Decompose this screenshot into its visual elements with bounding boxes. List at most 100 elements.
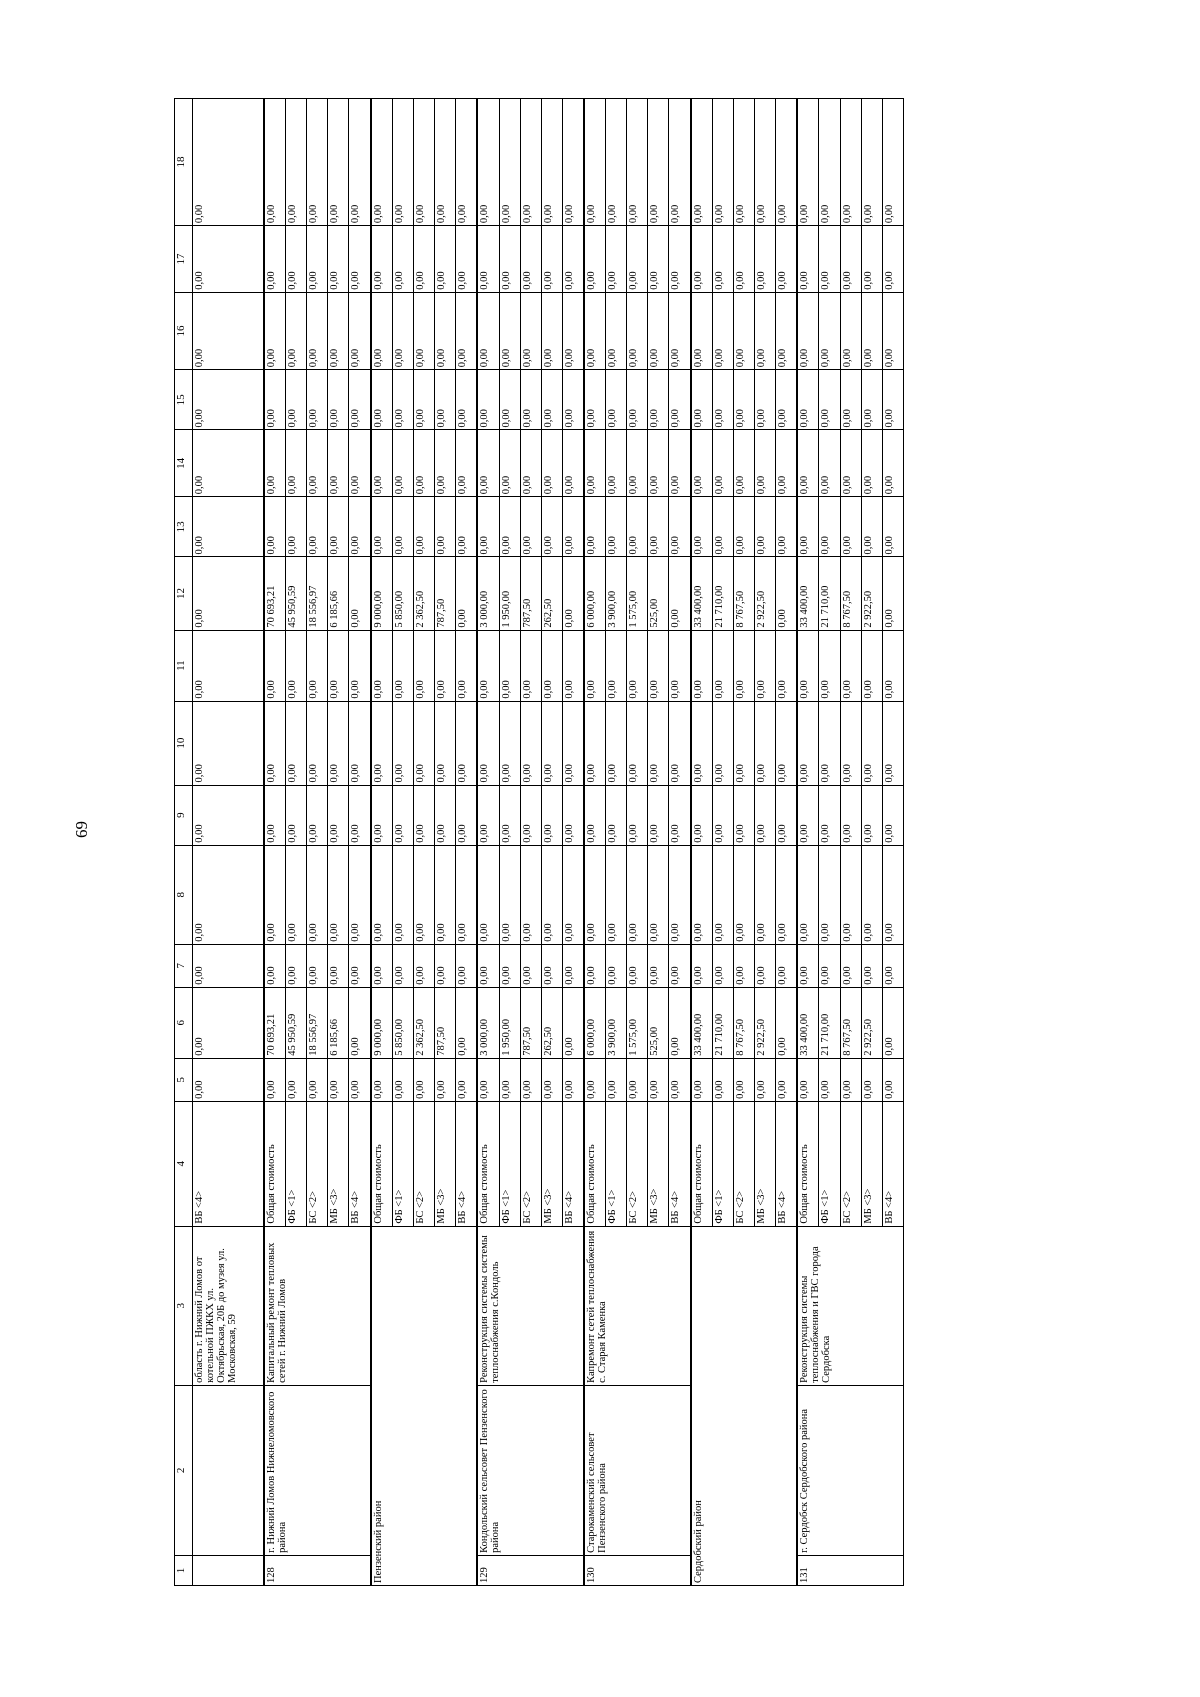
zero-value-cell: 0,00	[626, 225, 648, 293]
zero-value-cell: 0,00	[263, 630, 286, 702]
zero-value-cell: 0,00	[327, 225, 349, 293]
zero-value-cell: 0,00	[861, 1058, 883, 1102]
zero-value-cell: 0,00	[818, 1058, 840, 1102]
municipality-name: Кондольский сельсовет Пензенского района	[477, 1385, 584, 1556]
zero-value-cell: 0,00	[541, 944, 563, 988]
zero-value-cell: 0,00	[818, 430, 840, 497]
zero-value-cell: 0,00	[455, 369, 478, 430]
zero-value-cell: 0,00	[413, 292, 435, 370]
total-value-cell: 1 575,00	[626, 987, 648, 1059]
zero-value-cell: 0,00	[583, 630, 606, 702]
zero-value-cell: 0,00	[797, 944, 819, 988]
zero-value-cell: 0,00	[192, 98, 264, 226]
total-value-cell: 6 000,00	[583, 987, 606, 1059]
zero-value-cell: 0,00	[285, 845, 307, 945]
zero-value-cell: 0,00	[605, 630, 627, 702]
zero-value-cell: 0,00	[882, 944, 904, 988]
zero-value-cell: 0,00	[434, 292, 456, 370]
page-number: 69	[72, 821, 91, 838]
zero-value-cell: 0,00	[370, 785, 393, 846]
zero-value-cell: 0,00	[263, 369, 286, 430]
zero-value-cell: 0,00	[392, 845, 414, 945]
zero-value-cell: 0,00	[263, 292, 286, 370]
year-value-cell: 33 400,00	[690, 556, 713, 631]
zero-value-cell: 0,00	[626, 292, 648, 370]
zero-value-cell: 0,00	[605, 98, 627, 226]
year-value-cell: 21 710,00	[818, 556, 840, 631]
total-value-cell: 525,00	[647, 987, 669, 1059]
zero-value-cell: 0,00	[733, 1058, 755, 1102]
municipality-name: г. Нижний Ломов Нижнеломовского района	[263, 1385, 371, 1556]
year-value-cell: 0,00	[668, 556, 691, 631]
zero-value-cell: 0,00	[840, 292, 862, 370]
zero-value-cell: 0,00	[541, 701, 563, 786]
funding-source-label: БС <2>	[733, 1101, 755, 1227]
zero-value-cell: 0,00	[392, 430, 414, 497]
zero-value-cell: 0,00	[285, 701, 307, 786]
funding-source-label: ВБ <4>	[775, 1101, 798, 1227]
zero-value-cell: 0,00	[499, 98, 521, 226]
zero-value-cell: 0,00	[520, 845, 542, 945]
zero-value-cell: 0,00	[263, 944, 286, 988]
zero-value-cell: 0,00	[562, 369, 584, 430]
zero-value-cell: 0,00	[668, 430, 691, 497]
project-name: Реконструкция системы теплоснабжения и Г…	[797, 1226, 904, 1386]
zero-value-cell: 0,00	[413, 1058, 435, 1102]
zero-value-cell: 0,00	[882, 701, 904, 786]
zero-value-cell: 0,00	[562, 430, 584, 497]
total-value-cell: 787,50	[434, 987, 456, 1059]
funding-source-label: БС <2>	[840, 1101, 862, 1227]
zero-value-cell: 0,00	[520, 98, 542, 226]
zero-value-cell: 0,00	[882, 785, 904, 846]
column-number-header: 3	[174, 1226, 193, 1386]
zero-value-cell: 0,00	[392, 98, 414, 226]
zero-value-cell: 0,00	[840, 630, 862, 702]
year-value-cell: 2 362,50	[413, 556, 435, 631]
zero-value-cell: 0,00	[668, 785, 691, 846]
municipality-name: Старокаменский сельсовет Пензенского рай…	[583, 1385, 691, 1556]
zero-value-cell: 0,00	[733, 225, 755, 293]
zero-value-cell: 0,00	[818, 496, 840, 557]
zero-value-cell: 0,00	[434, 845, 456, 945]
zero-value-cell: 0,00	[668, 845, 691, 945]
zero-value-cell: 0,00	[192, 1058, 264, 1102]
project-name: Капитальный ремонт тепловых сетей г. Ниж…	[263, 1226, 371, 1386]
zero-value-cell: 0,00	[690, 944, 713, 988]
zero-value-cell: 0,00	[583, 225, 606, 293]
zero-value-cell: 0,00	[499, 496, 521, 557]
zero-value-cell: 0,00	[477, 98, 499, 226]
zero-value-cell: 0,00	[583, 369, 606, 430]
zero-value-cell: 0,00	[583, 292, 606, 370]
zero-value-cell: 0,00	[712, 98, 734, 226]
total-value-cell: 45 950,59	[285, 987, 307, 1059]
year-value-cell: 0,00	[882, 556, 904, 631]
zero-value-cell: 0,00	[605, 496, 627, 557]
zero-value-cell: 0,00	[520, 496, 542, 557]
column-number-header: 6	[174, 987, 193, 1059]
zero-value-cell: 0,00	[754, 496, 776, 557]
zero-value-cell: 0,00	[562, 1058, 584, 1102]
zero-value-cell: 0,00	[392, 944, 414, 988]
row-number: 131	[797, 1555, 904, 1586]
zero-value-cell: 0,00	[861, 98, 883, 226]
zero-value-cell: 0,00	[520, 292, 542, 370]
zero-value-cell: 0,00	[626, 944, 648, 988]
zero-value-cell: 0,00	[647, 701, 669, 786]
zero-value-cell: 0,00	[840, 701, 862, 786]
zero-value-cell: 0,00	[392, 1058, 414, 1102]
zero-value-cell: 0,00	[499, 292, 521, 370]
zero-value-cell: 0,00	[605, 369, 627, 430]
zero-value-cell: 0,00	[285, 98, 307, 226]
funding-source-label: БС <2>	[306, 1101, 328, 1227]
total-value-cell: 0,00	[668, 987, 691, 1059]
zero-value-cell: 0,00	[520, 944, 542, 988]
zero-value-cell: 0,00	[626, 496, 648, 557]
year-value-cell: 787,50	[520, 556, 542, 631]
zero-value-cell: 0,00	[306, 630, 328, 702]
zero-value-cell: 0,00	[882, 225, 904, 293]
zero-value-cell: 0,00	[583, 430, 606, 497]
zero-value-cell: 0,00	[775, 701, 798, 786]
zero-value-cell: 0,00	[818, 630, 840, 702]
zero-value-cell: 0,00	[647, 944, 669, 988]
